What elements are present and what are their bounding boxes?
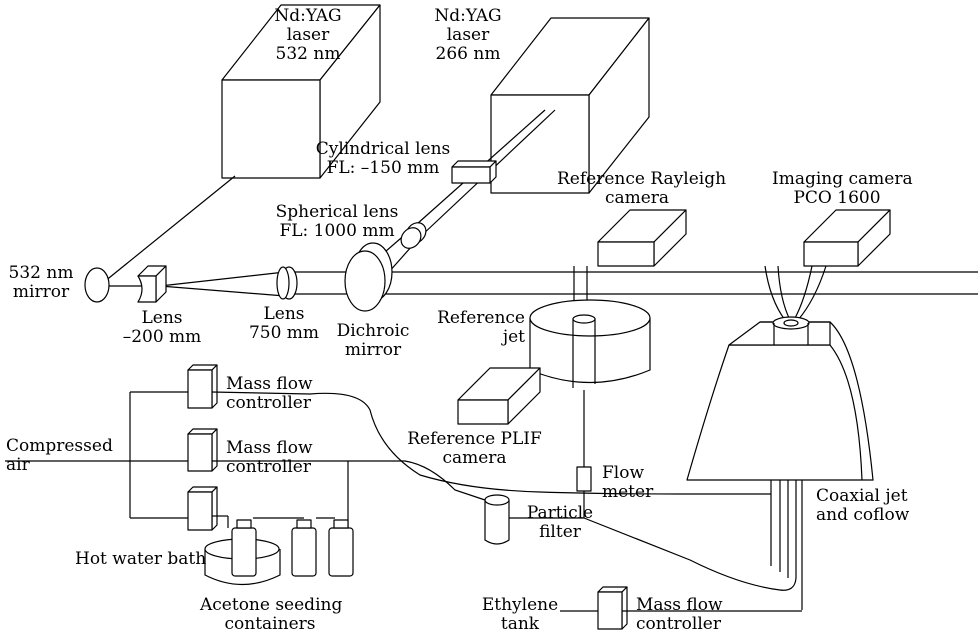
coaxial-label: Coaxial jet and coflow — [816, 487, 926, 525]
mfc-2 — [187, 428, 218, 472]
spherical-lens — [400, 222, 427, 249]
particle-filter-label: Particle filter — [515, 504, 605, 542]
label-line: mirror — [344, 340, 402, 360]
mfc-1 — [187, 364, 218, 409]
label-line: 532 nm — [8, 263, 74, 283]
label-line: Mass flow — [226, 374, 313, 394]
label-line: Mass flow — [636, 595, 723, 615]
flow-meter-label: Flow meter — [602, 464, 672, 502]
mfc1-outlet-hose — [211, 391, 681, 495]
label-line: tank — [500, 614, 540, 634]
mfc2-outlet — [212, 460, 486, 501]
imaging-camera — [803, 209, 891, 267]
mirror-532 — [84, 267, 110, 303]
mfc-1-label: Mass flow controller — [226, 375, 336, 413]
reference-jet — [529, 299, 651, 388]
label-line: camera — [442, 448, 507, 468]
mfc-3 — [187, 486, 218, 531]
label-line: Lens — [263, 304, 305, 324]
imaging-camera-label: Imaging camera PCO 1600 — [772, 169, 913, 208]
label-line: Coaxial jet — [816, 486, 908, 506]
label-line: controller — [226, 393, 311, 413]
label-line: Reference Rayleigh — [557, 169, 727, 189]
mfc-3-label: Mass flow controller — [636, 596, 746, 634]
label-line: controller — [226, 457, 311, 477]
reference-rayleigh-camera — [597, 209, 687, 267]
acetone-container-2 — [291, 519, 317, 577]
laser-532-box — [221, 4, 381, 179]
label-line: meter — [602, 482, 654, 502]
label-line: Hot water bath — [75, 549, 207, 569]
label-line: Reference PLIF — [407, 429, 542, 449]
ethylene-label: Ethylene tank — [480, 596, 560, 634]
label-line: –200 mm — [122, 327, 202, 347]
compressed-air-label: Compressed air — [6, 437, 116, 475]
reference-jet-label: Reference jet — [430, 309, 525, 347]
label-line: Flow — [602, 463, 645, 483]
lens-750-label: Lens 750 mm — [244, 305, 324, 343]
label-line: Mass flow — [226, 438, 313, 458]
label-line: PCO 1600 — [793, 188, 881, 208]
reference-rayleigh-label: Reference Rayleigh camera — [557, 169, 727, 208]
label-line: 532 nm — [275, 44, 341, 64]
label-line: Nd:YAG — [274, 6, 342, 26]
ethylene-mfc — [597, 586, 628, 630]
mfc-2-label: Mass flow controller — [226, 439, 336, 477]
label-line: 266 nm — [435, 44, 501, 64]
imaging-view-3 — [793, 265, 813, 321]
beam-expand-upper — [159, 271, 286, 287]
laser-266-label: Nd:YAG laser 266 nm — [418, 7, 518, 64]
label-line: Nd:YAG — [434, 6, 502, 26]
label-line: and coflow — [816, 505, 910, 525]
label-line: Spherical lens — [275, 202, 399, 222]
label-line: containers — [224, 614, 316, 634]
seeded-air-to-jet — [583, 517, 797, 591]
label-line: laser — [446, 25, 490, 45]
label-line: air — [6, 455, 30, 475]
label-line: Particle — [526, 503, 594, 523]
spherical-lens-label: Spherical lens FL: 1000 mm — [272, 203, 402, 241]
coflow-contraction — [686, 316, 874, 481]
particle-filter — [484, 494, 510, 545]
label-line: FL: –150 mm — [326, 158, 440, 178]
label-line: Dichroic — [336, 321, 410, 341]
mirror-532-label: 532 nm mirror — [6, 264, 76, 302]
label-line: filter — [539, 522, 581, 542]
acetone-container-1 — [231, 519, 257, 577]
label-line: Acetone seeding — [200, 595, 343, 615]
reference-plif-label: Reference PLIF camera — [402, 430, 547, 468]
acetone-label: Acetone seeding containers — [200, 595, 343, 634]
beam-532-incident — [98, 175, 236, 287]
dichroic-mirror — [344, 242, 393, 312]
imaging-view-1 — [764, 265, 786, 321]
hot-water-label: Hot water bath — [75, 550, 215, 569]
cylindrical-lens-label: Cylindrical lens FL: –150 mm — [308, 140, 458, 178]
label-line: Reference — [437, 308, 525, 328]
lens-neg200-label: Lens –200 mm — [122, 309, 202, 347]
lens-750 — [276, 266, 298, 300]
lens-neg200 — [137, 265, 167, 303]
label-line: jet — [502, 327, 525, 347]
label-line: camera — [604, 188, 670, 208]
label-line: controller — [636, 614, 721, 634]
label-line: Lens — [141, 308, 183, 328]
acetone-container-3 — [328, 519, 354, 577]
reference-plif-camera — [457, 367, 541, 425]
beam-expand-lower — [159, 285, 286, 297]
flow-meter — [576, 466, 592, 492]
label-line: FL: 1000 mm — [279, 221, 395, 241]
dichroic-label: Dichroic mirror — [333, 322, 413, 360]
label-line: laser — [286, 25, 330, 45]
label-line: mirror — [12, 282, 70, 302]
label-line: Imaging camera — [772, 169, 913, 189]
label-line: Compressed — [6, 436, 113, 456]
label-line: Ethylene — [481, 595, 559, 615]
label-line: 750 mm — [248, 323, 320, 343]
imaging-view-4 — [797, 265, 827, 321]
label-line: Cylindrical lens — [315, 139, 451, 159]
cylindrical-lens — [451, 160, 497, 184]
laser-532-label: Nd:YAG laser 532 nm — [258, 7, 358, 64]
